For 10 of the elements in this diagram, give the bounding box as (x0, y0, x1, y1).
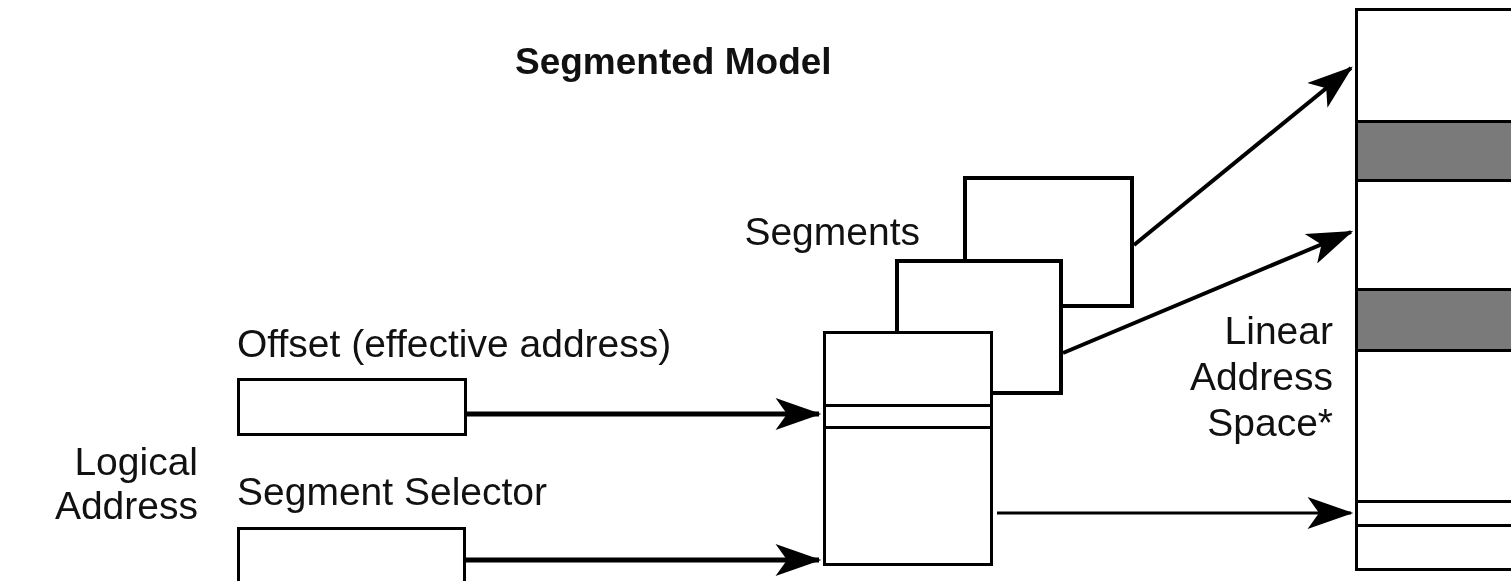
arrow (997, 497, 1354, 529)
caption-label: Segments (744, 210, 920, 254)
column-label: Linear Address Space* (1188, 308, 1333, 446)
diagram-title: Segmented Model (515, 40, 832, 84)
field-label: Offset (effective address) (237, 322, 672, 366)
arrow (1062, 230, 1354, 355)
arrow (466, 544, 822, 576)
field-label: Segment Selector (237, 470, 547, 514)
arrow (467, 398, 822, 430)
caption-label: Logical Address (53, 440, 198, 528)
